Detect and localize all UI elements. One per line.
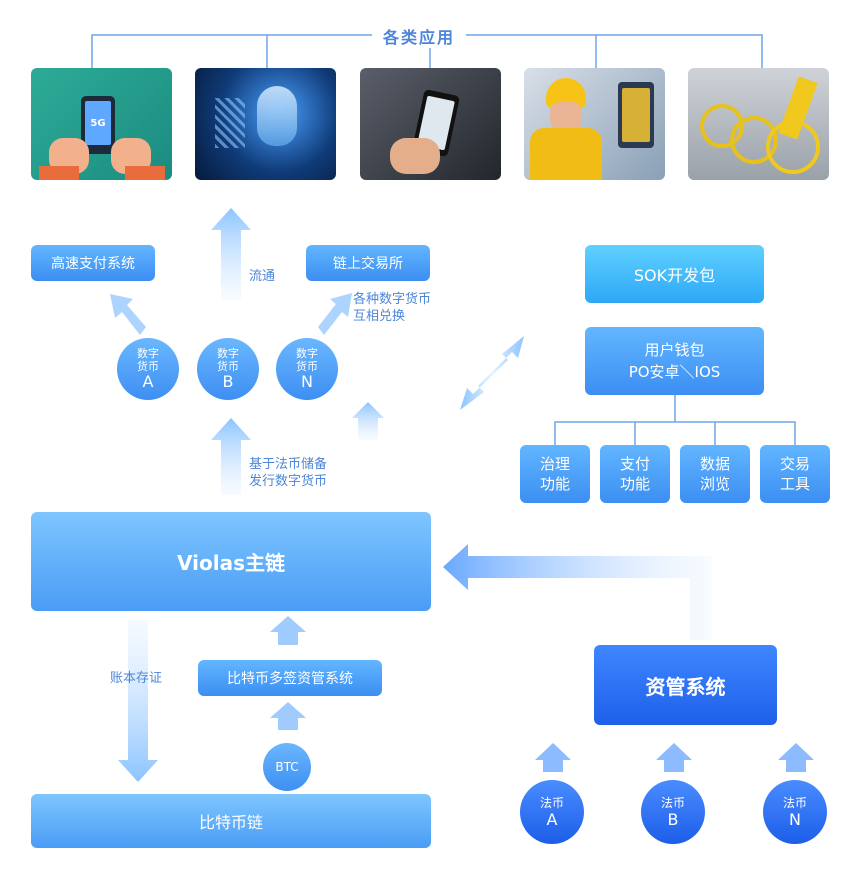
arrow-up-fiat-a [535, 743, 571, 772]
shared-bikes-image [688, 68, 829, 180]
func-1-line2: 功能 [619, 475, 650, 493]
wallet-line-2: PO安卓＼IOS [628, 363, 721, 381]
exchange-note-2: 互相兑换 [353, 309, 406, 324]
bitcoin-chain: 比特币链 [31, 794, 431, 848]
func-3-line1: 交易 [779, 455, 810, 473]
coin-a-line2: 货币 [137, 360, 159, 373]
smartphone-5g-image: 5G [31, 68, 172, 180]
coin-b-line1: 数字 [217, 347, 239, 360]
coin-a-letter: A [142, 372, 154, 391]
wallet-line-1: 用户钱包 [644, 341, 705, 359]
phone-map-image [360, 68, 501, 180]
coin-n-line1: 数字 [296, 347, 318, 360]
coin-b-line2: 货币 [217, 360, 239, 373]
arrow-diag-left [110, 294, 146, 335]
asset-management-box: 资管系统 [594, 645, 777, 725]
arrow-double [460, 336, 524, 410]
apps-bracket [91, 34, 763, 68]
fiat-coin-a: 法币 A [520, 780, 584, 844]
delivery-rider-image [524, 68, 665, 180]
payment-system-box: 高速支付系统 [31, 245, 155, 281]
violas-main-chain: Violas主链 [31, 512, 431, 611]
func-2-line1: 数据 [699, 455, 730, 473]
fiat-b-label: 法币 [660, 796, 685, 810]
digital-coin-n: 数字 货币 N [276, 338, 338, 400]
arrow-up-btc [270, 702, 306, 730]
issue-note-2: 发行数字货币 [249, 474, 328, 489]
arrow-up-multisig [270, 616, 306, 645]
arrow-up-small [352, 402, 384, 440]
func-0-line2: 功能 [539, 475, 570, 493]
arrow-left-assetmgmt [443, 544, 712, 640]
fiat-coin-b: 法币 B [641, 780, 705, 844]
arrow-up-fiat-b [656, 743, 692, 772]
arrow-down-ledger [118, 620, 158, 782]
circulation-label: 流通 [249, 269, 276, 284]
coin-a-line1: 数字 [137, 347, 159, 360]
fiat-coin-n: 法币 N [763, 780, 827, 844]
func-3-line2: 工具 [779, 475, 810, 493]
func-0-line1: 治理 [539, 455, 570, 473]
fiat-a-letter: A [546, 810, 558, 829]
btc-coin: BTC [263, 743, 311, 791]
fiat-b-letter: B [667, 810, 679, 829]
arrow-up-circulation [211, 208, 251, 300]
coin-n-letter: N [301, 372, 313, 391]
digital-coin-b: 数字 货币 B [197, 338, 259, 400]
trading-tools-box: 交易 工具 [760, 445, 830, 503]
multisig-system-box: 比特币多签资管系统 [198, 660, 382, 696]
5g-label: 5G [85, 101, 111, 145]
exchange-note-1: 各种数字货币 [353, 292, 432, 307]
fiat-n-label: 法币 [782, 796, 807, 810]
user-wallet-box: 用户钱包 PO安卓＼IOS [585, 327, 764, 395]
exchange-box: 链上交易所 [306, 245, 430, 281]
arrow-up-issue [211, 418, 251, 495]
func-2-line2: 浏览 [699, 475, 730, 493]
ai-face-image [195, 68, 336, 180]
coin-n-line2: 货币 [296, 360, 318, 373]
arrow-diag-right [318, 293, 352, 335]
arrow-up-fiat-n [778, 743, 814, 772]
coin-b-letter: B [222, 372, 234, 391]
ledger-note: 账本存证 [110, 671, 163, 686]
functions-tree [554, 395, 796, 445]
sdk-box: SOK开发包 [585, 245, 764, 303]
governance-function-box: 治理 功能 [520, 445, 590, 503]
payment-function-box: 支付 功能 [600, 445, 670, 503]
issue-note-1: 基于法币储备 [249, 457, 328, 472]
func-1-line1: 支付 [619, 455, 650, 473]
fiat-n-letter: N [789, 810, 801, 829]
fiat-a-label: 法币 [539, 796, 564, 810]
digital-coin-a: 数字 货币 A [117, 338, 179, 400]
apps-title: 各类应用 [372, 24, 466, 48]
data-browse-box: 数据 浏览 [680, 445, 750, 503]
